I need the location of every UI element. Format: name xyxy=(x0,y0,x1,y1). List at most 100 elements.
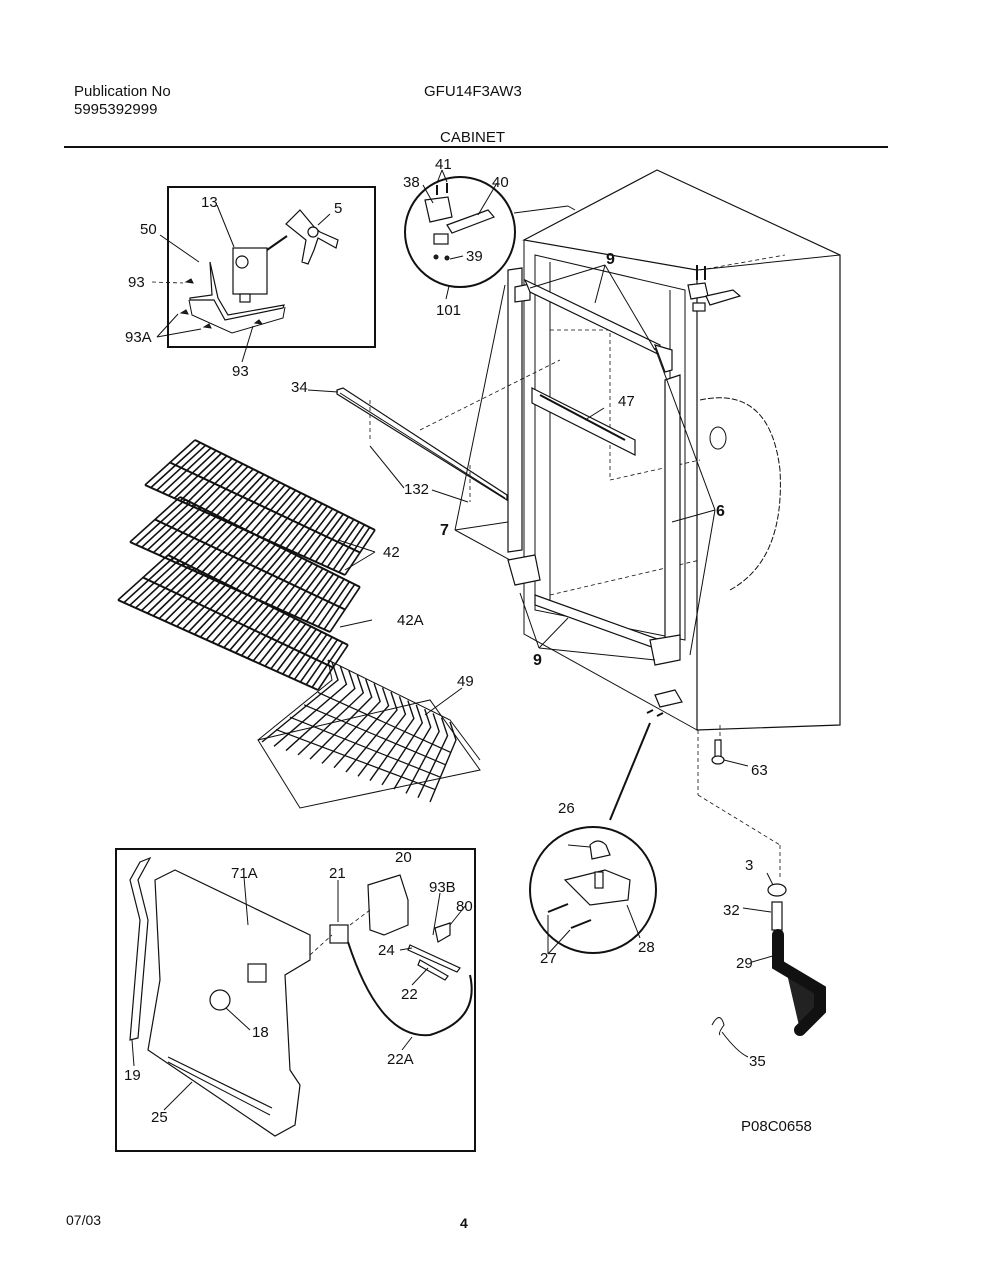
footer-date: 07/03 xyxy=(66,1212,102,1228)
shelf-frame xyxy=(154,518,346,611)
basket-crossbar xyxy=(275,729,436,791)
drain-plug xyxy=(767,883,787,897)
callout-80: 80 xyxy=(456,898,473,915)
thermostat-cover xyxy=(367,874,409,936)
wire-shelf-42A xyxy=(117,554,349,691)
publication-number: 5995392999 xyxy=(74,101,158,118)
callout-42A: 42A xyxy=(397,612,424,629)
basket-wire xyxy=(297,674,365,756)
shelf-frame xyxy=(169,461,361,554)
bottom-hinge xyxy=(654,689,683,708)
callout-41: 41 xyxy=(435,156,452,173)
cabinet-liner xyxy=(534,254,686,641)
hinge-arm xyxy=(446,209,496,234)
defrost-thermostat xyxy=(329,924,349,944)
callout-9-top: 9 xyxy=(606,251,615,268)
basket-wire xyxy=(429,721,457,803)
callout-32: 32 xyxy=(723,902,740,919)
fan-motor-inset xyxy=(151,186,376,363)
basket-wire xyxy=(357,696,407,777)
callout-19: 19 xyxy=(124,1067,141,1084)
callout-40: 40 xyxy=(492,174,509,191)
publication-label: Publication No xyxy=(74,83,171,100)
hinge-bushing xyxy=(589,840,611,860)
model-number: GFU14F3AW3 xyxy=(424,83,522,100)
inset-frame-2 xyxy=(115,848,476,1152)
motor-bracket xyxy=(189,261,285,321)
callout-13: 13 xyxy=(201,194,218,211)
fan-blade xyxy=(285,209,339,265)
front-rail xyxy=(336,359,561,502)
leveling-leg xyxy=(714,739,722,759)
callout-7: 7 xyxy=(440,522,449,539)
drain-hose xyxy=(772,929,826,1036)
cabinet-body xyxy=(522,169,841,731)
callout-93B: 93B xyxy=(429,879,456,896)
wire-shelf-42-upper xyxy=(144,439,376,576)
wire-basket xyxy=(257,659,481,809)
basket-wire xyxy=(273,666,348,747)
callout-21: 21 xyxy=(329,865,346,882)
callout-35: 35 xyxy=(749,1053,766,1070)
basket-wire xyxy=(309,678,373,760)
basket-crossbar xyxy=(317,691,452,753)
drawing-id: P08C0658 xyxy=(741,1118,812,1135)
detail-circle-2 xyxy=(529,826,657,954)
basket-wire xyxy=(333,687,390,769)
callout-93A: 93A xyxy=(125,329,152,346)
callout-6: 6 xyxy=(716,503,725,520)
callout-20: 20 xyxy=(395,849,412,866)
basket-crossbar xyxy=(303,704,446,766)
basket-wire xyxy=(369,700,415,781)
callout-47: 47 xyxy=(618,393,635,410)
callout-50: 50 xyxy=(140,221,157,238)
harness-wire xyxy=(347,941,473,1037)
callout-18: 18 xyxy=(252,1024,269,1041)
fan-motor xyxy=(232,247,268,295)
shelf-frame xyxy=(117,599,319,691)
breaker-trim xyxy=(507,267,681,666)
cabinet-leaders xyxy=(307,264,716,716)
basket-wire xyxy=(261,661,339,743)
basket-wire xyxy=(393,708,432,790)
callout-28: 28 xyxy=(638,939,655,956)
callout-27: 27 xyxy=(540,950,557,967)
detail-circle xyxy=(404,176,516,288)
top-hinge-detail xyxy=(404,169,576,300)
drain-tube xyxy=(771,901,783,931)
shelf-frame xyxy=(142,576,334,669)
callout-49: 49 xyxy=(457,673,474,690)
page-number: 4 xyxy=(460,1215,468,1231)
trim-left xyxy=(507,267,523,553)
wire-shelf-42-lower xyxy=(129,496,361,633)
callout-5: 5 xyxy=(334,200,342,217)
trim-bottom xyxy=(534,594,661,651)
side-strip xyxy=(129,856,152,1041)
hinge-plate xyxy=(424,196,453,223)
basket-crossbar xyxy=(289,716,441,778)
trim-right xyxy=(664,374,681,646)
drain-parts xyxy=(697,725,826,1058)
callout-34: 34 xyxy=(291,379,308,396)
callout-24: 24 xyxy=(378,942,395,959)
basket-wire xyxy=(417,717,449,799)
evaporator-cover-inset xyxy=(115,848,476,1152)
shelf-frame xyxy=(179,496,361,588)
callout-93-upper: 93 xyxy=(128,274,145,291)
hose-clamp xyxy=(711,1017,725,1036)
callout-22: 22 xyxy=(401,986,418,1003)
trim-top xyxy=(523,278,661,356)
callout-9-bottom: 9 xyxy=(533,652,542,669)
callout-132: 132 xyxy=(404,481,429,498)
shelf-frame xyxy=(167,554,349,646)
basket-wire xyxy=(321,683,381,764)
inset-frame xyxy=(167,186,376,348)
callout-29: 29 xyxy=(736,955,753,972)
section-title: CABINET xyxy=(440,129,506,146)
callout-labels: 13 5 50 93 93A 93 41 38 40 39 101 9 34 4… xyxy=(124,156,812,1135)
callout-3: 3 xyxy=(745,857,753,874)
callout-25: 25 xyxy=(151,1109,168,1126)
basket-wire xyxy=(381,704,424,786)
callout-39: 39 xyxy=(466,248,483,265)
